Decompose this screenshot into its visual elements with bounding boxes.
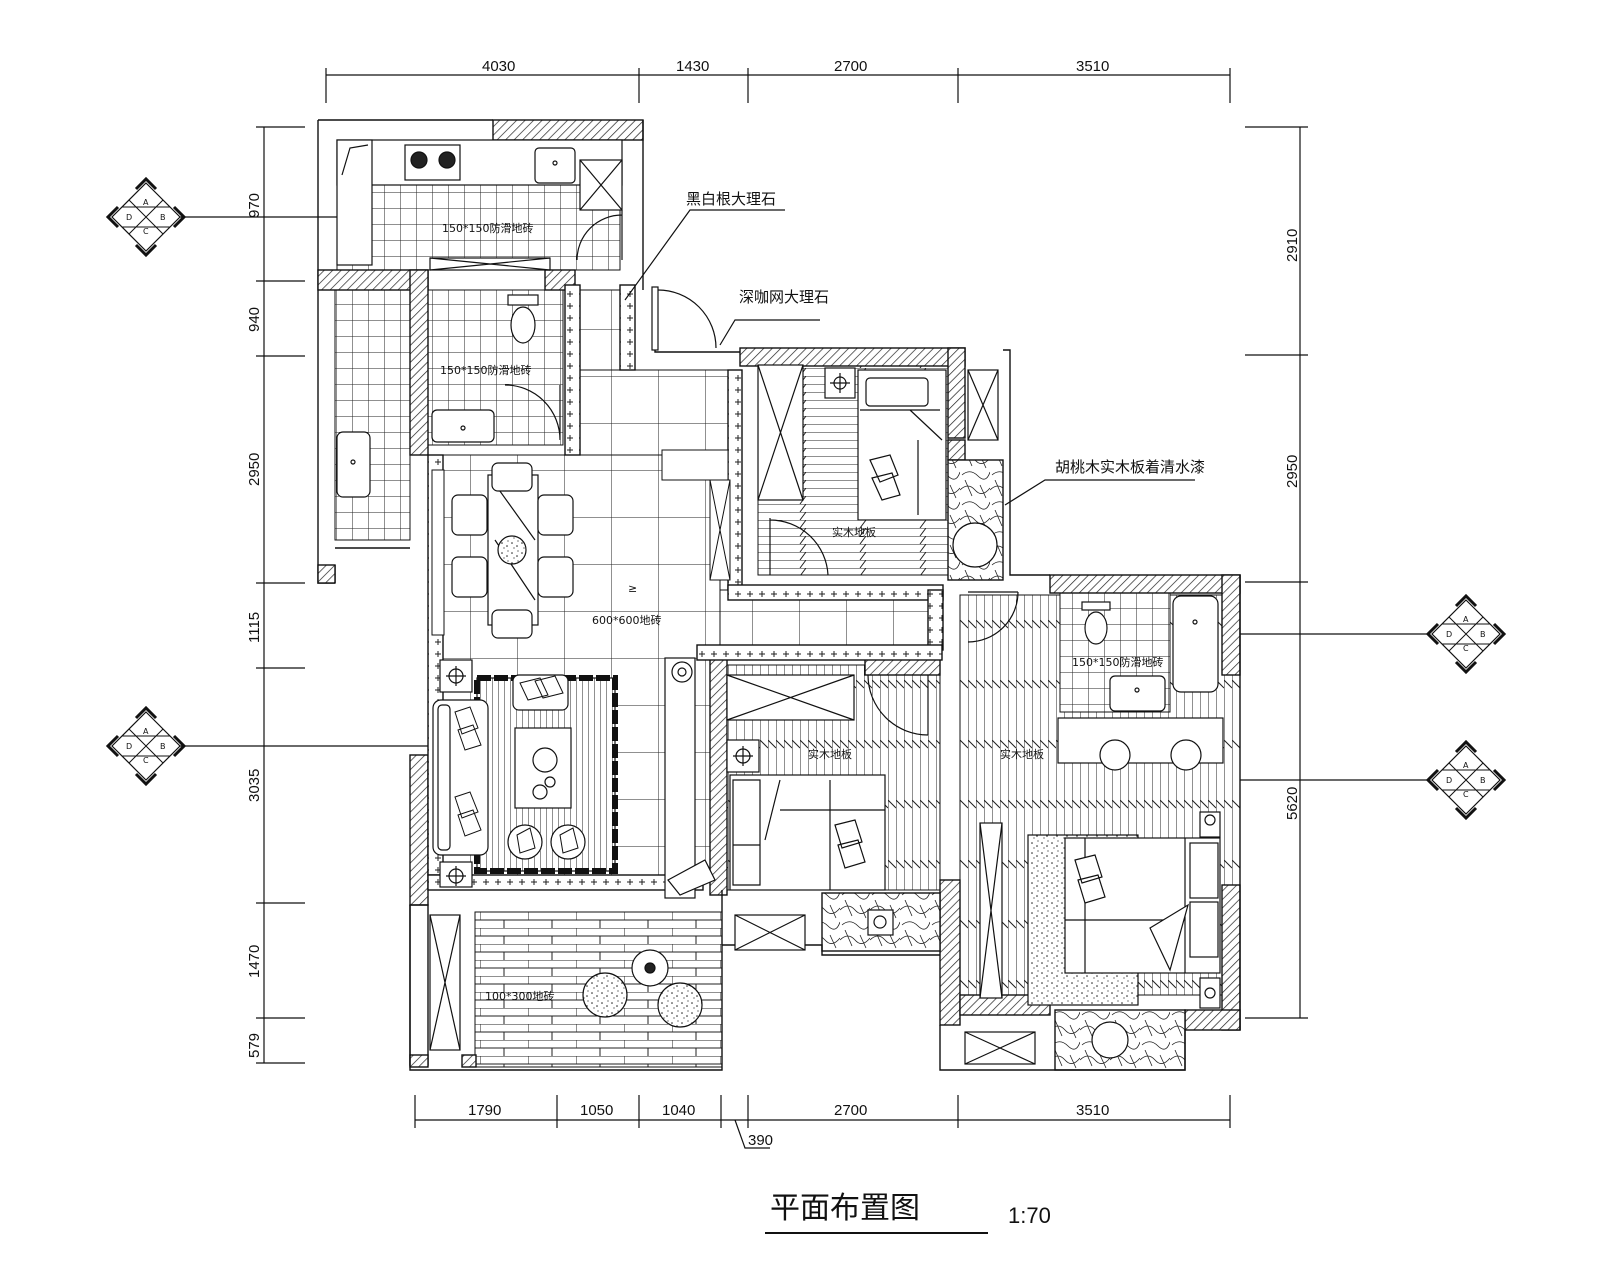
bedroom2-furniture — [726, 674, 929, 951]
dim-left-1: 970 — [246, 193, 263, 218]
dimension-left — [256, 126, 305, 1064]
master-floor-label: 实木地板 — [1000, 747, 1044, 761]
cushion-icons — [454, 675, 579, 854]
svg-text:D: D — [126, 742, 132, 751]
dim-top-2: 1430 — [676, 58, 709, 75]
dining-sideboard — [431, 449, 731, 636]
dimension-right — [1245, 126, 1308, 1019]
dimension-top — [325, 68, 1231, 103]
dining-set — [451, 462, 574, 639]
kitchen-tile-label: 150*150防滑地砖 — [442, 221, 534, 235]
living-marker: ≥ — [628, 582, 637, 595]
balcony-tile-label: 100*300地砖 — [485, 989, 555, 1003]
bath1-fixtures — [431, 294, 561, 443]
bath2-fixtures — [967, 591, 1219, 712]
bedroom2-floor-label: 实木地板 — [808, 747, 852, 761]
drawing-scale: 1:70 — [1008, 1203, 1051, 1228]
svg-text:C: C — [1463, 644, 1469, 653]
svg-text:D: D — [1446, 776, 1452, 785]
dim-left-6: 1470 — [246, 945, 263, 978]
svg-text:B: B — [1480, 630, 1486, 639]
living-furniture — [432, 657, 716, 899]
dim-top-4: 3510 — [1076, 58, 1109, 75]
annotation-black-white-marble: 黑白根大理石 — [686, 190, 776, 208]
dim-left-2: 940 — [246, 307, 263, 332]
balcony-furniture — [429, 914, 703, 1051]
svg-text:A: A — [1463, 761, 1469, 770]
svg-text:B: B — [160, 213, 166, 222]
dim-bottom-5: 3510 — [1076, 1102, 1109, 1119]
entry-door — [651, 286, 717, 351]
dim-bottom-1: 1790 — [468, 1102, 501, 1119]
dim-bottom-leader: 390 — [748, 1132, 773, 1149]
walls — [317, 119, 1241, 1071]
svg-text:D: D — [126, 213, 132, 222]
svg-text:A: A — [143, 198, 149, 207]
svg-text:D: D — [1446, 630, 1452, 639]
annotation-dark-coffee-marble: 深咖网大理石 — [739, 288, 829, 306]
bedroom1-floor-label: 实木地板 — [832, 525, 876, 539]
living-tile-label: 600*600地砖 — [592, 613, 662, 627]
dim-top-1: 4030 — [482, 58, 515, 75]
bedroom1-furniture — [757, 364, 999, 576]
svg-text:C: C — [143, 756, 149, 765]
annotation-leaders — [624, 209, 1195, 506]
svg-text:B: B — [160, 742, 166, 751]
master-furniture — [964, 717, 1224, 1065]
svg-text:C: C — [1463, 790, 1469, 799]
dim-right-1: 2910 — [1284, 229, 1301, 262]
svg-text:C: C — [143, 227, 149, 236]
bath1-tile-label: 150*150防滑地砖 — [440, 363, 532, 377]
dimension-bottom — [414, 1095, 1231, 1149]
dim-top-3: 2700 — [834, 58, 867, 75]
svg-text:A: A — [1463, 615, 1469, 624]
svg-text:B: B — [1480, 776, 1486, 785]
annotation-walnut-wood: 胡桃木实木板着清水漆 — [1055, 458, 1205, 476]
kitchen-fixtures — [336, 139, 623, 498]
dim-right-2: 2950 — [1284, 455, 1301, 488]
dim-bottom-4: 2700 — [834, 1102, 867, 1119]
dim-bottom-3: 1040 — [662, 1102, 695, 1119]
bath2-tile-label: 150*150防滑地砖 — [1072, 655, 1164, 669]
dim-left-3: 2950 — [246, 453, 263, 486]
dim-bottom-2: 1050 — [580, 1102, 613, 1119]
dim-left-4: 1115 — [246, 612, 263, 643]
drawing-title: 平面布置图 — [770, 1191, 920, 1226]
svg-text:A: A — [143, 727, 149, 736]
dim-left-7: 579 — [246, 1033, 263, 1058]
dim-right-3: 5620 — [1284, 787, 1301, 820]
dim-left-5: 3035 — [246, 769, 263, 802]
